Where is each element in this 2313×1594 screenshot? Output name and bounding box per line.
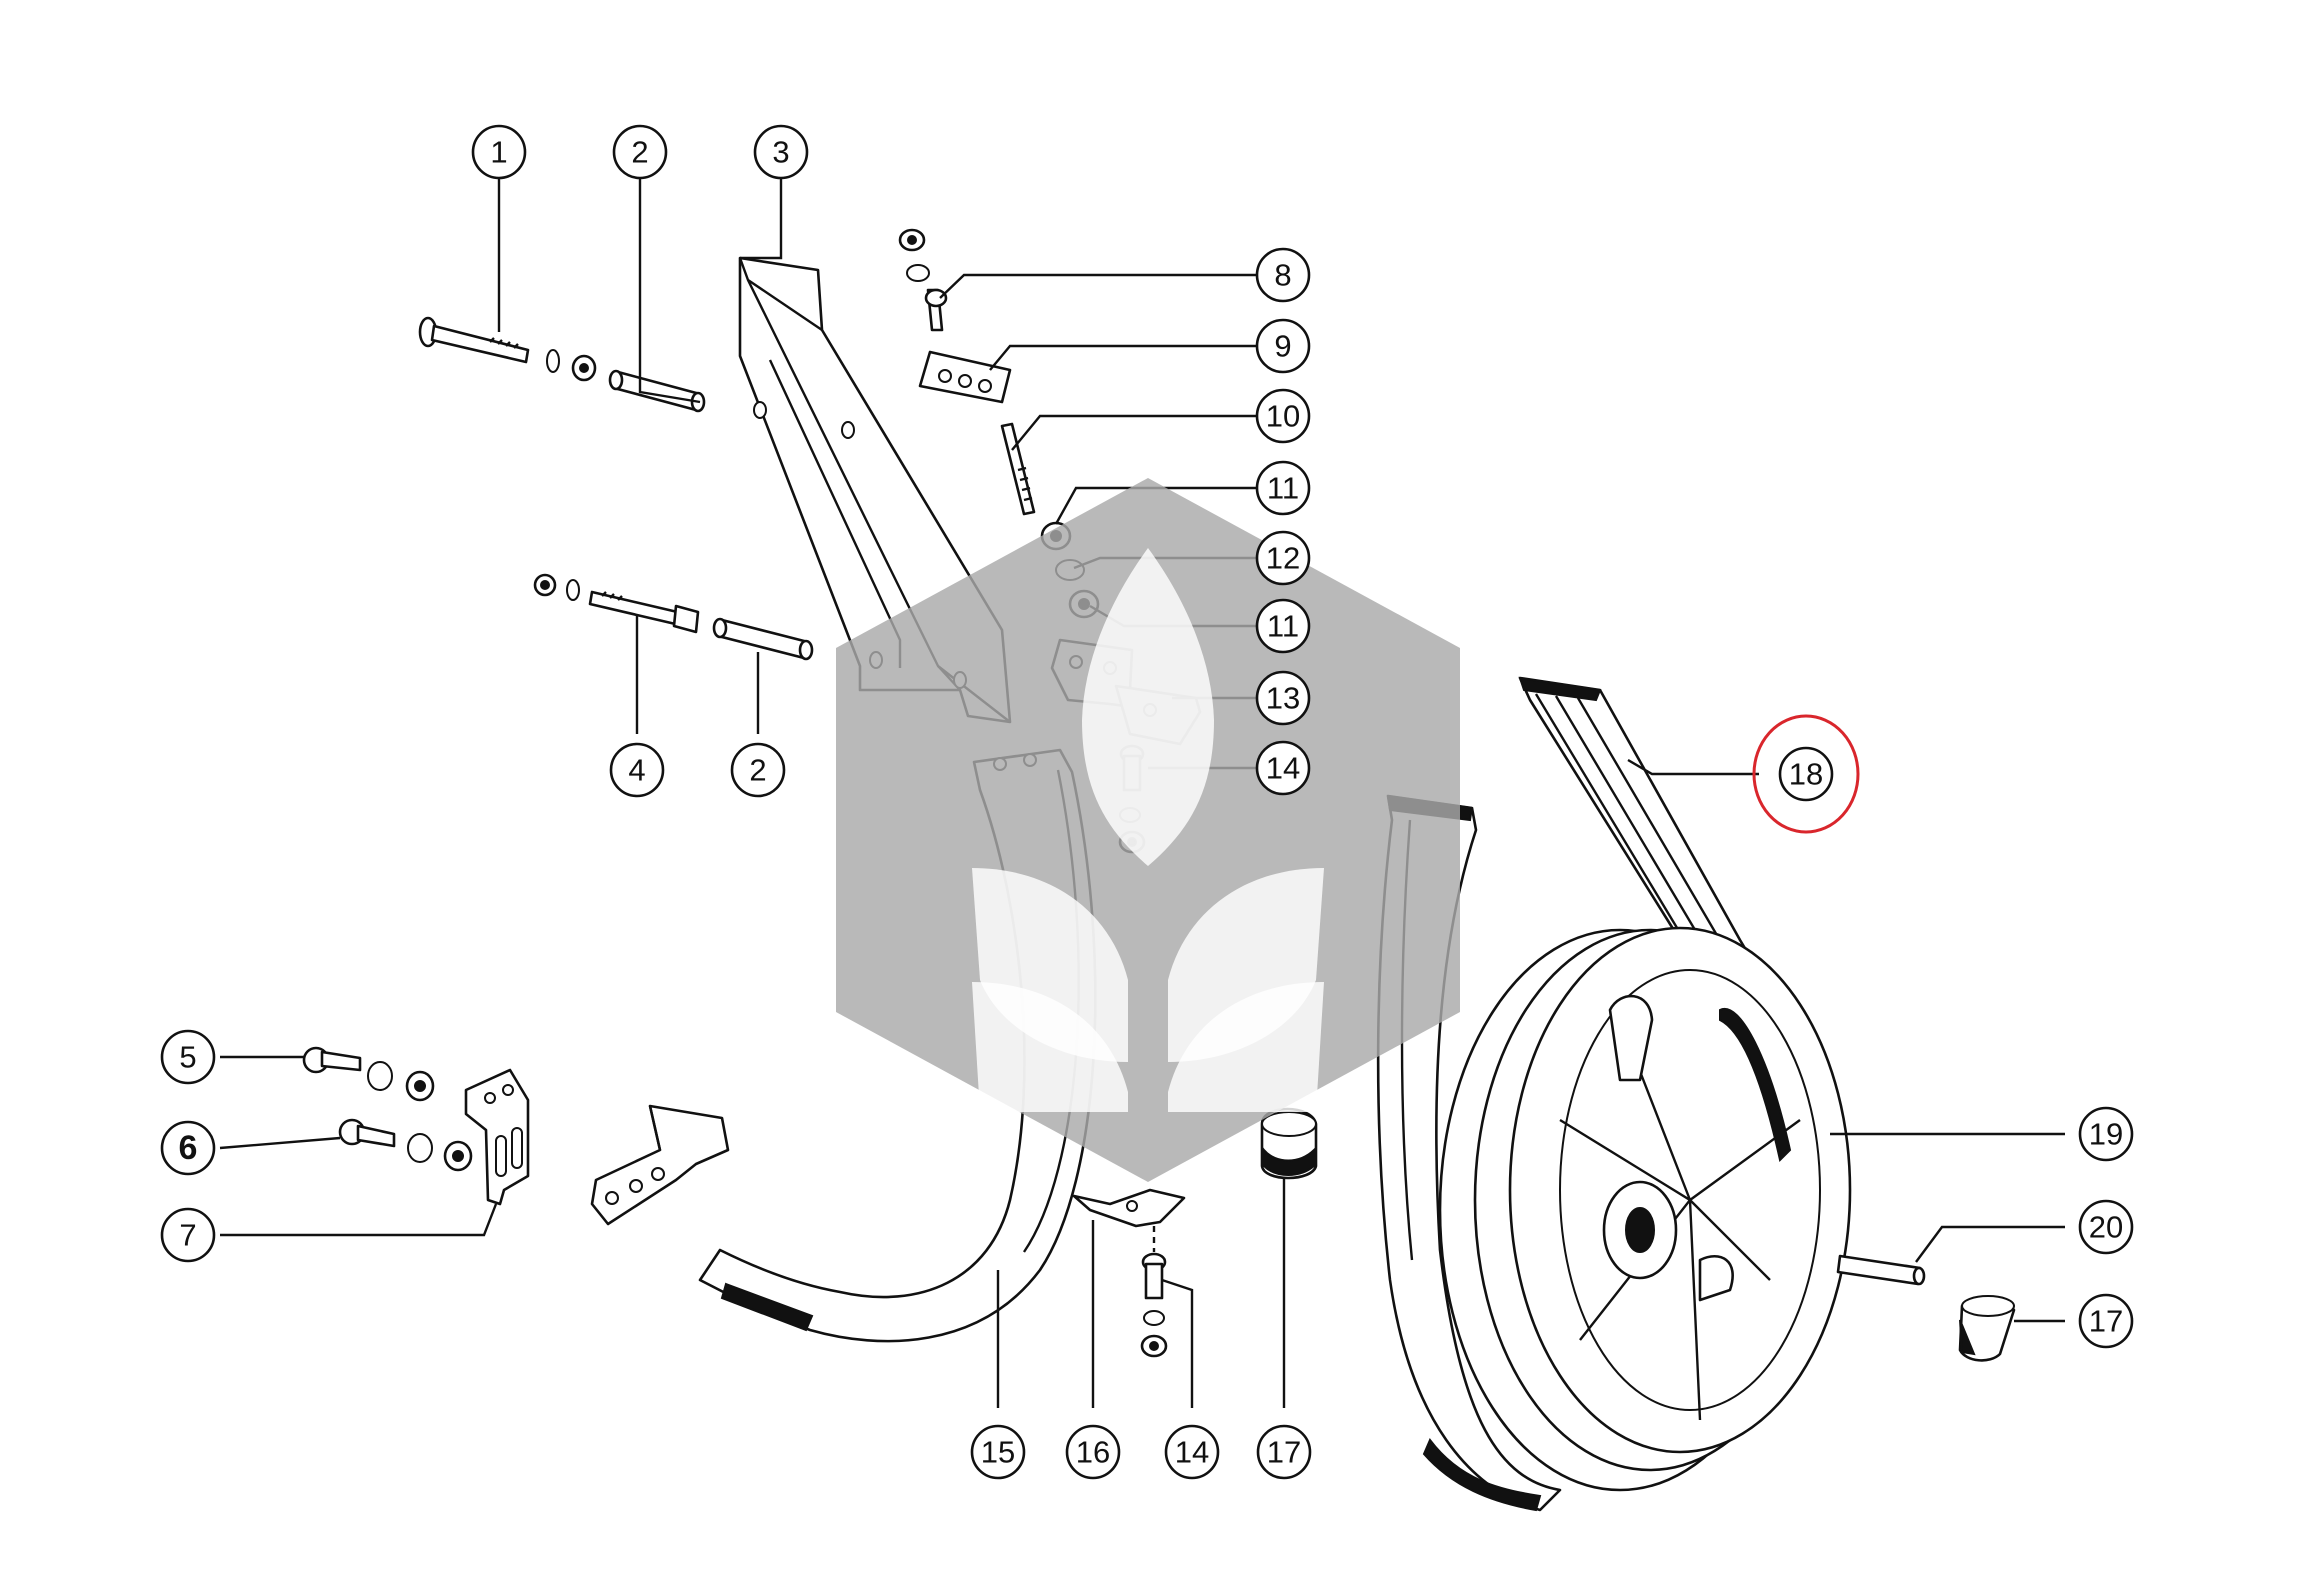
callout-9[interactable]: 9 bbox=[1255, 318, 1311, 374]
svg-text:4: 4 bbox=[628, 753, 645, 788]
svg-text:8: 8 bbox=[1274, 258, 1291, 293]
svg-text:3: 3 bbox=[772, 135, 789, 170]
part-15-strap-bracket bbox=[590, 1104, 730, 1226]
svg-text:5: 5 bbox=[179, 1040, 196, 1075]
svg-text:7: 7 bbox=[179, 1218, 196, 1253]
svg-text:14: 14 bbox=[1266, 751, 1300, 786]
callout-13[interactable]: 13 bbox=[1255, 670, 1311, 726]
svg-text:2: 2 bbox=[749, 753, 766, 788]
svg-text:1: 1 bbox=[490, 135, 507, 170]
part-1-bolt bbox=[418, 316, 597, 382]
parts-group bbox=[302, 228, 2016, 1512]
callout-12[interactable]: 12 bbox=[1255, 530, 1311, 586]
callout-5[interactable]: 5 bbox=[160, 1029, 216, 1085]
callout-20[interactable]: 20 bbox=[2078, 1199, 2134, 1255]
callout-3[interactable]: 3 bbox=[753, 124, 809, 180]
callout-10[interactable]: 10 bbox=[1255, 388, 1311, 444]
svg-text:20: 20 bbox=[2089, 1210, 2123, 1245]
callout-15[interactable]: 15 bbox=[970, 1424, 1026, 1480]
callout-1[interactable]: 1 bbox=[471, 124, 527, 180]
callout-14[interactable]: 14 bbox=[1255, 740, 1311, 796]
svg-text:10: 10 bbox=[1266, 399, 1300, 434]
part-5-bolt bbox=[302, 1046, 435, 1102]
part-7-bracket bbox=[464, 1068, 530, 1206]
svg-text:17: 17 bbox=[1267, 1435, 1301, 1470]
svg-text:15: 15 bbox=[981, 1435, 1015, 1470]
callout-14[interactable]: 14 bbox=[1164, 1424, 1220, 1480]
callout-17[interactable]: 17 bbox=[2078, 1293, 2134, 1349]
part-10-threaded-rod bbox=[1000, 422, 1036, 516]
svg-text:18: 18 bbox=[1789, 757, 1823, 792]
part-17-bushing-right bbox=[1958, 1295, 2016, 1362]
callout-19[interactable]: 19 bbox=[2078, 1106, 2134, 1162]
part-16-small-bracket bbox=[1072, 1188, 1186, 1358]
callout-18[interactable]: 18 bbox=[1778, 746, 1834, 802]
callout-2[interactable]: 2 bbox=[612, 124, 668, 180]
callout-17[interactable]: 17 bbox=[1256, 1424, 1312, 1480]
callout-16[interactable]: 16 bbox=[1065, 1424, 1121, 1480]
svg-text:6: 6 bbox=[179, 1129, 198, 1167]
part-6-bolt bbox=[338, 1118, 473, 1172]
callout-2[interactable]: 2 bbox=[730, 742, 786, 798]
svg-text:2: 2 bbox=[631, 135, 648, 170]
svg-text:9: 9 bbox=[1274, 329, 1291, 364]
callout-7[interactable]: 7 bbox=[160, 1207, 216, 1263]
highlight-ring bbox=[1752, 714, 1860, 834]
part-2-pin-lower bbox=[712, 617, 814, 661]
svg-text:13: 13 bbox=[1266, 681, 1300, 716]
part-8-bolt-set bbox=[898, 228, 948, 332]
svg-text:16: 16 bbox=[1076, 1435, 1110, 1470]
part-19-pulley bbox=[1438, 926, 1852, 1492]
callout-6[interactable]: 6 bbox=[160, 1120, 216, 1176]
svg-text:12: 12 bbox=[1266, 541, 1300, 576]
callout-11[interactable]: 11 bbox=[1255, 598, 1311, 654]
part-17-bushing bbox=[1260, 1107, 1318, 1180]
svg-text:14: 14 bbox=[1175, 1435, 1209, 1470]
callout-8[interactable]: 8 bbox=[1255, 247, 1311, 303]
part-9-plate bbox=[918, 350, 1012, 404]
callouts: 1 2 3 8 9 10 11 12 11 13 14 4 2 18 5 6 7… bbox=[160, 124, 2134, 1480]
wheat-leaf-logo bbox=[836, 478, 1460, 1182]
callout-11[interactable]: 11 bbox=[1255, 460, 1311, 516]
svg-text:19: 19 bbox=[2089, 1117, 2123, 1152]
part-4-bolt bbox=[533, 573, 700, 634]
svg-text:17: 17 bbox=[2089, 1304, 2123, 1339]
callout-4[interactable]: 4 bbox=[609, 742, 665, 798]
svg-text:11: 11 bbox=[1267, 609, 1299, 644]
part-2-pin-upper bbox=[608, 369, 706, 413]
part-20-key bbox=[1836, 1254, 1926, 1286]
svg-text:11: 11 bbox=[1267, 471, 1299, 506]
